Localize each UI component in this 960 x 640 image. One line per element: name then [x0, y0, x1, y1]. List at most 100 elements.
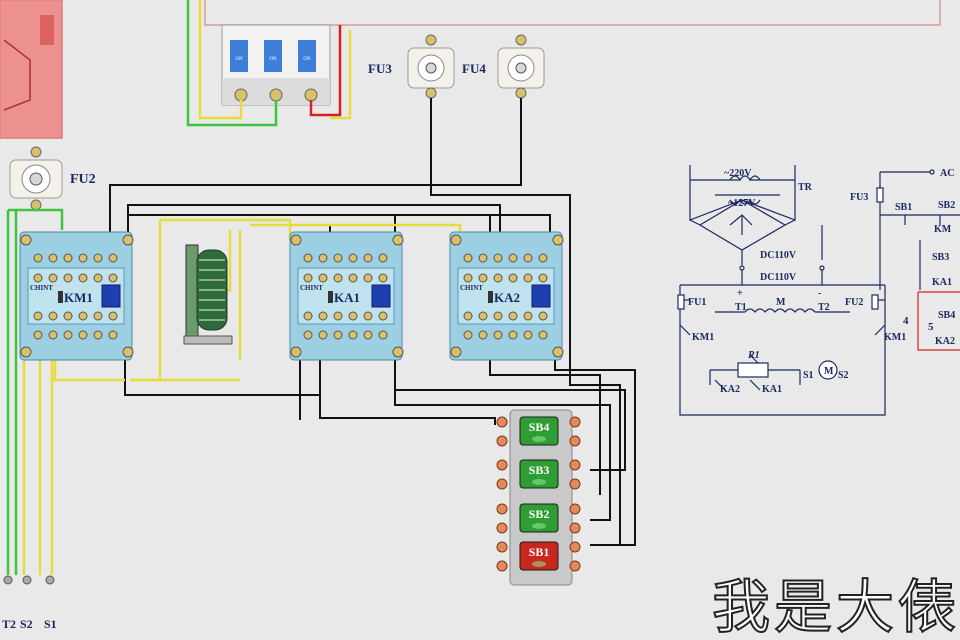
terminal-screw	[450, 234, 462, 246]
pushbutton-sb1[interactable]: SB1	[496, 541, 581, 572]
contactor-label-ka2: KA2	[494, 290, 520, 305]
terminal-screw	[108, 253, 118, 263]
terminal-screw	[78, 253, 88, 263]
button-highlight	[532, 479, 546, 485]
terminal-screw	[478, 311, 488, 321]
sch-dc2: DC110V	[760, 272, 797, 283]
terminal-screw	[538, 330, 548, 340]
pushbutton-sb2[interactable]: SB2	[496, 503, 581, 534]
sch-r1: R1	[747, 350, 760, 361]
terminal-screw	[478, 253, 488, 263]
terminal-screw	[378, 330, 388, 340]
button-terminal	[569, 503, 581, 515]
terminal-screw	[463, 311, 473, 321]
terminal-screw	[303, 253, 313, 263]
terminal-screw	[493, 311, 503, 321]
sch2-ka2: KA2	[935, 336, 955, 347]
terminal-screw	[290, 346, 302, 358]
terminal-screw	[538, 273, 548, 283]
terminal-screw	[493, 330, 503, 340]
sch2-km: KM	[934, 224, 952, 235]
terminal-screw	[63, 311, 73, 321]
sch-plus: +	[737, 288, 743, 299]
sch-s2: S2	[838, 370, 849, 381]
green-wires	[6, 208, 64, 575]
top-frame-line	[204, 0, 941, 26]
sch-minus: -	[818, 288, 821, 299]
terminal-screw	[63, 330, 73, 340]
terminal-screw	[48, 273, 58, 283]
terminal-screw	[20, 346, 32, 358]
fu2-label: FU2	[70, 172, 96, 187]
terminal-screw	[78, 273, 88, 283]
terminal-screw	[122, 234, 134, 246]
schematic-2	[876, 169, 960, 351]
bottom-terminals: T2 S2 S1	[2, 575, 57, 631]
sch-fu2: FU2	[845, 297, 863, 308]
sch-km1-right: KM1	[884, 332, 906, 343]
terminal-screw	[348, 253, 358, 263]
button-terminal	[496, 503, 508, 515]
terminal-screw	[493, 253, 503, 263]
sch2-ac: AC	[940, 168, 954, 179]
terminal-screw	[378, 273, 388, 283]
contactor-label-ka1: KA1	[334, 290, 360, 305]
terminal-screw	[78, 311, 88, 321]
resistor	[183, 244, 233, 345]
terminal-screw	[493, 273, 503, 283]
terminal-screw	[378, 253, 388, 263]
button-label-sb4: SB4	[529, 420, 550, 434]
fuse-fu3: FU3	[368, 34, 455, 99]
button-terminal	[569, 478, 581, 490]
button-cap[interactable]	[519, 459, 559, 489]
button-terminal	[569, 435, 581, 447]
terminal-screw	[93, 273, 103, 283]
button-label-sb2: SB2	[529, 507, 550, 521]
terminal-screw	[363, 330, 373, 340]
terminal-screw	[463, 253, 473, 263]
contactor-label-km1: KM1	[64, 290, 93, 305]
terminal-screw	[348, 273, 358, 283]
terminal-screw	[478, 330, 488, 340]
terminal-screw	[523, 311, 533, 321]
schematic-2-labels: AC FU3 SB1 SB2 KM SB3 KA1 4 5 SB4 KA2	[850, 168, 955, 347]
button-cap[interactable]	[519, 416, 559, 446]
button-cap[interactable]	[519, 541, 559, 571]
terminal-screw	[33, 330, 43, 340]
schematic-diagram	[677, 165, 886, 416]
terminal-screw	[303, 311, 313, 321]
terminal-screw	[48, 253, 58, 263]
terminal-screw	[552, 234, 564, 246]
button-terminal	[569, 560, 581, 572]
terminal-screw	[318, 330, 328, 340]
terminal-screw	[333, 253, 343, 263]
terminal-screw	[523, 330, 533, 340]
terminal-screw	[93, 311, 103, 321]
sch-ka2: KA2	[720, 384, 740, 395]
sch-motor-m: M	[824, 366, 834, 377]
contactor-ka2: CHINT KA2	[449, 231, 564, 361]
button-highlight	[532, 436, 546, 442]
pushbutton-sb3[interactable]: SB3	[496, 459, 581, 490]
fu4-label: FU4	[462, 61, 486, 76]
terminal-screw	[523, 253, 533, 263]
pushbutton-sb4[interactable]: SB4	[496, 416, 581, 447]
terminal-screw	[33, 273, 43, 283]
terminal-screw	[508, 253, 518, 263]
sch2-n5: 5	[928, 321, 934, 333]
terminal-screw	[333, 273, 343, 283]
breaker-wires	[186, 0, 352, 127]
button-cap[interactable]	[519, 503, 559, 533]
terminal-screw	[508, 330, 518, 340]
breaker-on-label-3: ON	[303, 57, 311, 62]
contactor-brand: CHINT	[460, 284, 483, 292]
button-terminal	[569, 541, 581, 553]
terminal-t2-label: T2	[2, 617, 16, 631]
terminal-screw	[93, 253, 103, 263]
terminal-screw	[363, 311, 373, 321]
sch-ka1: KA1	[762, 384, 782, 395]
